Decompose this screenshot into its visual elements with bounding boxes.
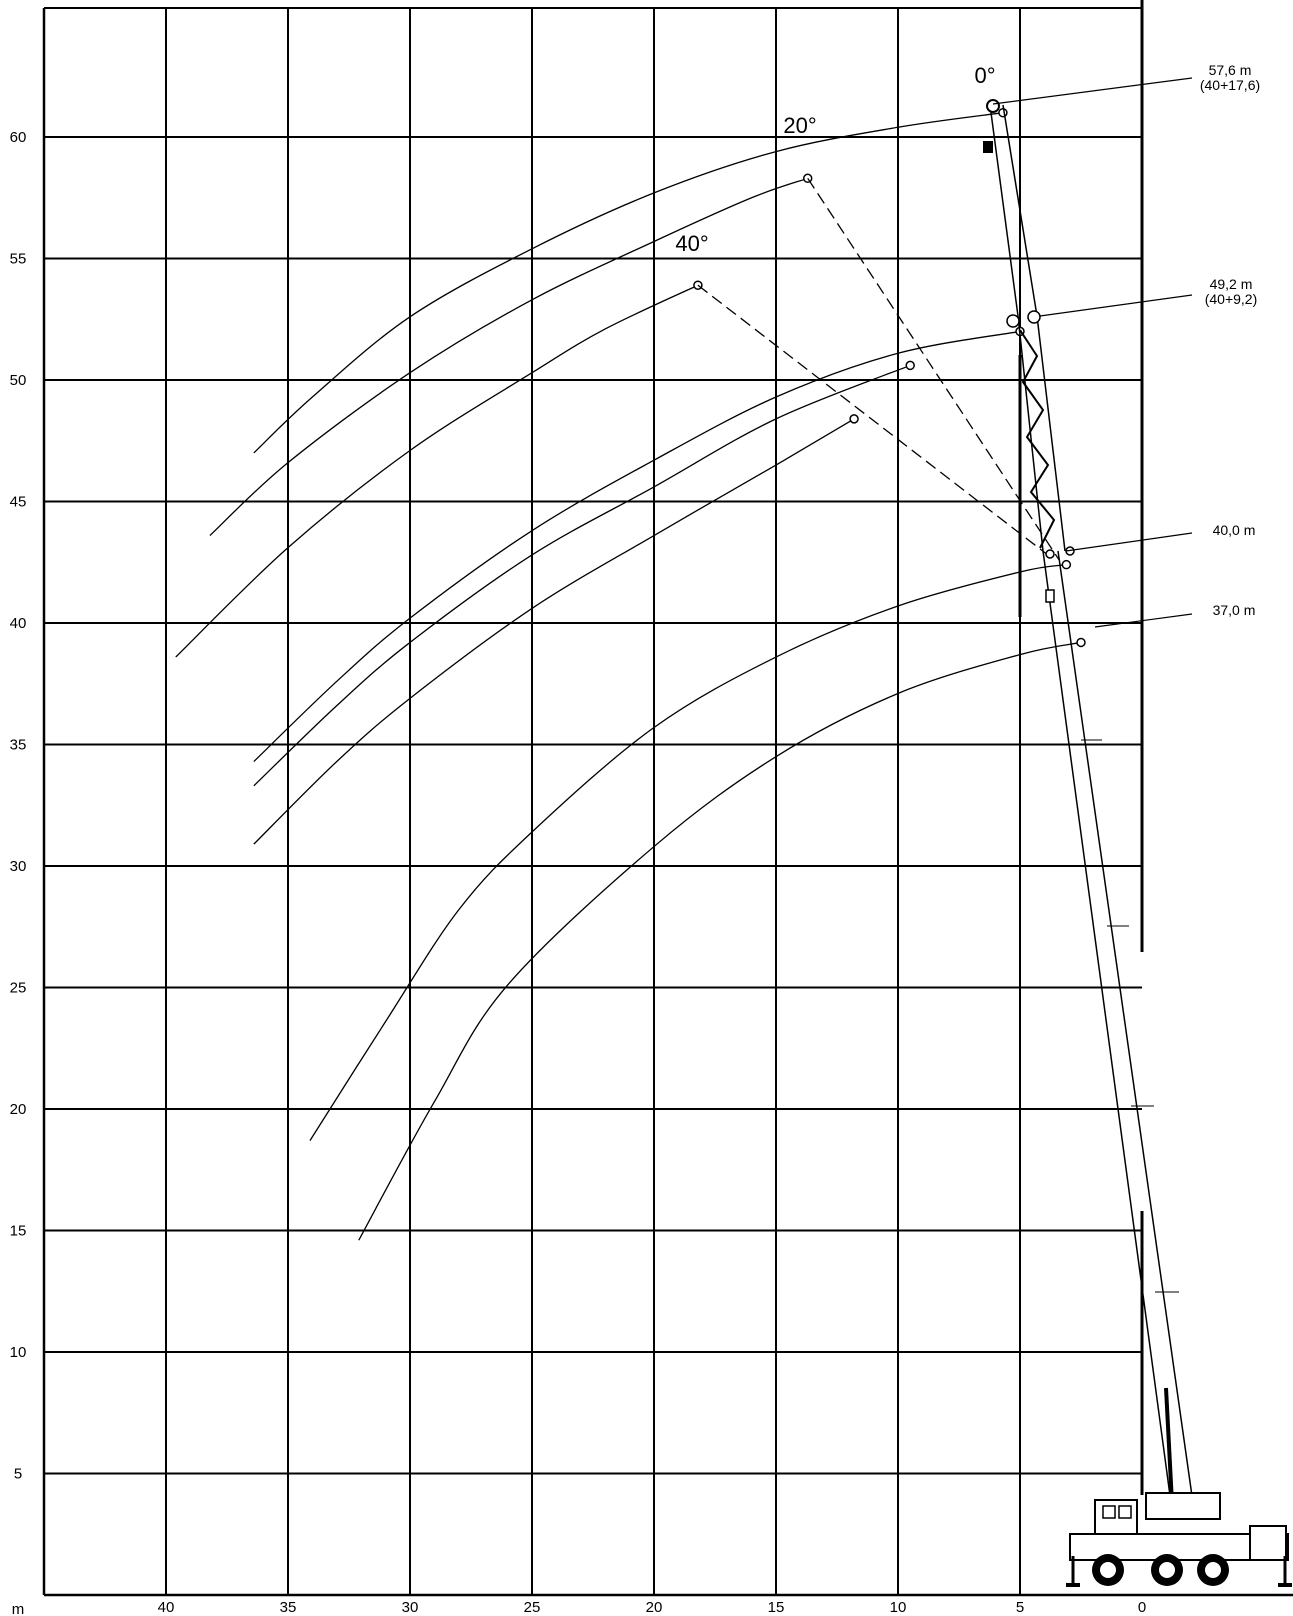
lattice-jib-right — [1036, 315, 1066, 552]
superstructure — [1145, 1492, 1221, 1520]
curve-end-marker — [905, 360, 915, 371]
y-tick-label: 50 — [10, 372, 27, 389]
y-tick-label: 60 — [10, 129, 27, 146]
boom-label-leader — [1039, 294, 1193, 317]
boom-label-leader — [992, 77, 1193, 105]
main-boom-upper-edge — [1057, 550, 1194, 1504]
outrigger-pad-left — [1066, 1583, 1080, 1587]
boom-label-leader — [1065, 532, 1193, 552]
range-curve — [209, 177, 808, 536]
curve-end-marker — [998, 107, 1008, 118]
boom-length-label: 57,6 m(40+17,6) — [992, 62, 1260, 105]
crane-illustration — [983, 0, 1292, 1587]
curve-end-marker — [1076, 637, 1086, 648]
hook-block — [983, 141, 993, 153]
y-tick-label: 30 — [10, 858, 27, 875]
main-hook — [1045, 589, 1055, 603]
y-tick-label: 20 — [10, 1101, 27, 1118]
boom-length-text: (40+9,2) — [1205, 291, 1258, 307]
boom-length-label: 37,0 m — [1094, 602, 1256, 628]
range-curve — [253, 112, 1004, 454]
range-curve — [175, 284, 699, 658]
boom-length-text: (40+17,6) — [1200, 77, 1260, 93]
wheel-hub — [1159, 1562, 1175, 1578]
cab-window — [1102, 1505, 1116, 1519]
y-tick-label: 40 — [10, 615, 27, 632]
boom-label-leader — [1094, 613, 1193, 628]
wheel-hub — [1205, 1562, 1221, 1578]
luffing-cylinder — [1164, 1387, 1174, 1504]
curve-end-marker — [1061, 559, 1072, 570]
angle-label: 0° — [974, 63, 995, 88]
range-curve — [253, 330, 1021, 762]
x-tick-label: 30 — [402, 1599, 419, 1616]
x-tick-label: 35 — [280, 1599, 297, 1616]
x-tick-label: 5 — [1016, 1599, 1024, 1616]
main-boom-lower-edge — [1042, 550, 1172, 1504]
jib-extension-right — [1002, 104, 1038, 317]
outrigger-pad-right — [1278, 1583, 1292, 1587]
x-tick-label: 20 — [646, 1599, 663, 1616]
jib-joint-sheave — [1006, 314, 1020, 328]
boom-length-label: 49,2 m(40+9,2) — [1039, 276, 1258, 317]
angle-label: 20° — [783, 113, 816, 138]
rear-box — [1249, 1525, 1287, 1561]
jib-head-sheave — [986, 99, 1000, 113]
boom-length-text: 49,2 m — [1210, 276, 1253, 292]
x-tick-label: 15 — [768, 1599, 785, 1616]
range-curve — [253, 364, 911, 787]
y-tick-label: 5 — [14, 1466, 22, 1483]
range-curve — [309, 564, 1067, 1141]
lattice-jib-bracing — [1019, 329, 1056, 549]
boom-length-text: 37,0 m — [1213, 602, 1256, 618]
y-tick-label: 35 — [10, 737, 27, 754]
jib-extension-left — [989, 104, 1019, 317]
range-curve — [253, 418, 855, 845]
x-tick-label: 0 — [1138, 1599, 1146, 1616]
wheel-hub — [1100, 1562, 1116, 1578]
working-range-curves — [175, 107, 1086, 1241]
boom-length-text: 57,6 m — [1209, 62, 1252, 78]
crane-carrier — [1066, 1492, 1292, 1587]
curve-end-marker — [849, 414, 859, 424]
y-tick-label: 10 — [10, 1344, 27, 1361]
lattice-jib-left — [1017, 315, 1044, 552]
boom-length-label: 40,0 m — [1065, 522, 1256, 552]
cab-window-2 — [1118, 1505, 1132, 1519]
y-tick-label: 45 — [10, 494, 27, 511]
boom-head-sheave — [1045, 549, 1055, 559]
jib-joint-sheave-2 — [1027, 310, 1041, 324]
x-tick-label: 25 — [524, 1599, 541, 1616]
y-tick-label: 15 — [10, 1223, 27, 1240]
x-axis-unit: m — [12, 1601, 25, 1616]
y-tick-label: 25 — [10, 980, 27, 997]
boom-length-text: 40,0 m — [1213, 522, 1256, 538]
range-curve — [358, 641, 1082, 1241]
labels: 0° 20° 40° 57,6 m(40+17,6) 49,2 m(40+9,2) 40,… — [675, 62, 1260, 628]
jib-dashed-line — [697, 284, 1055, 561]
x-tick-label: 40 — [158, 1599, 175, 1616]
angle-label: 40° — [675, 231, 708, 256]
y-tick-label: 55 — [10, 251, 27, 268]
x-tick-label: 10 — [890, 1599, 907, 1616]
jib-dashed-line — [807, 177, 1060, 561]
